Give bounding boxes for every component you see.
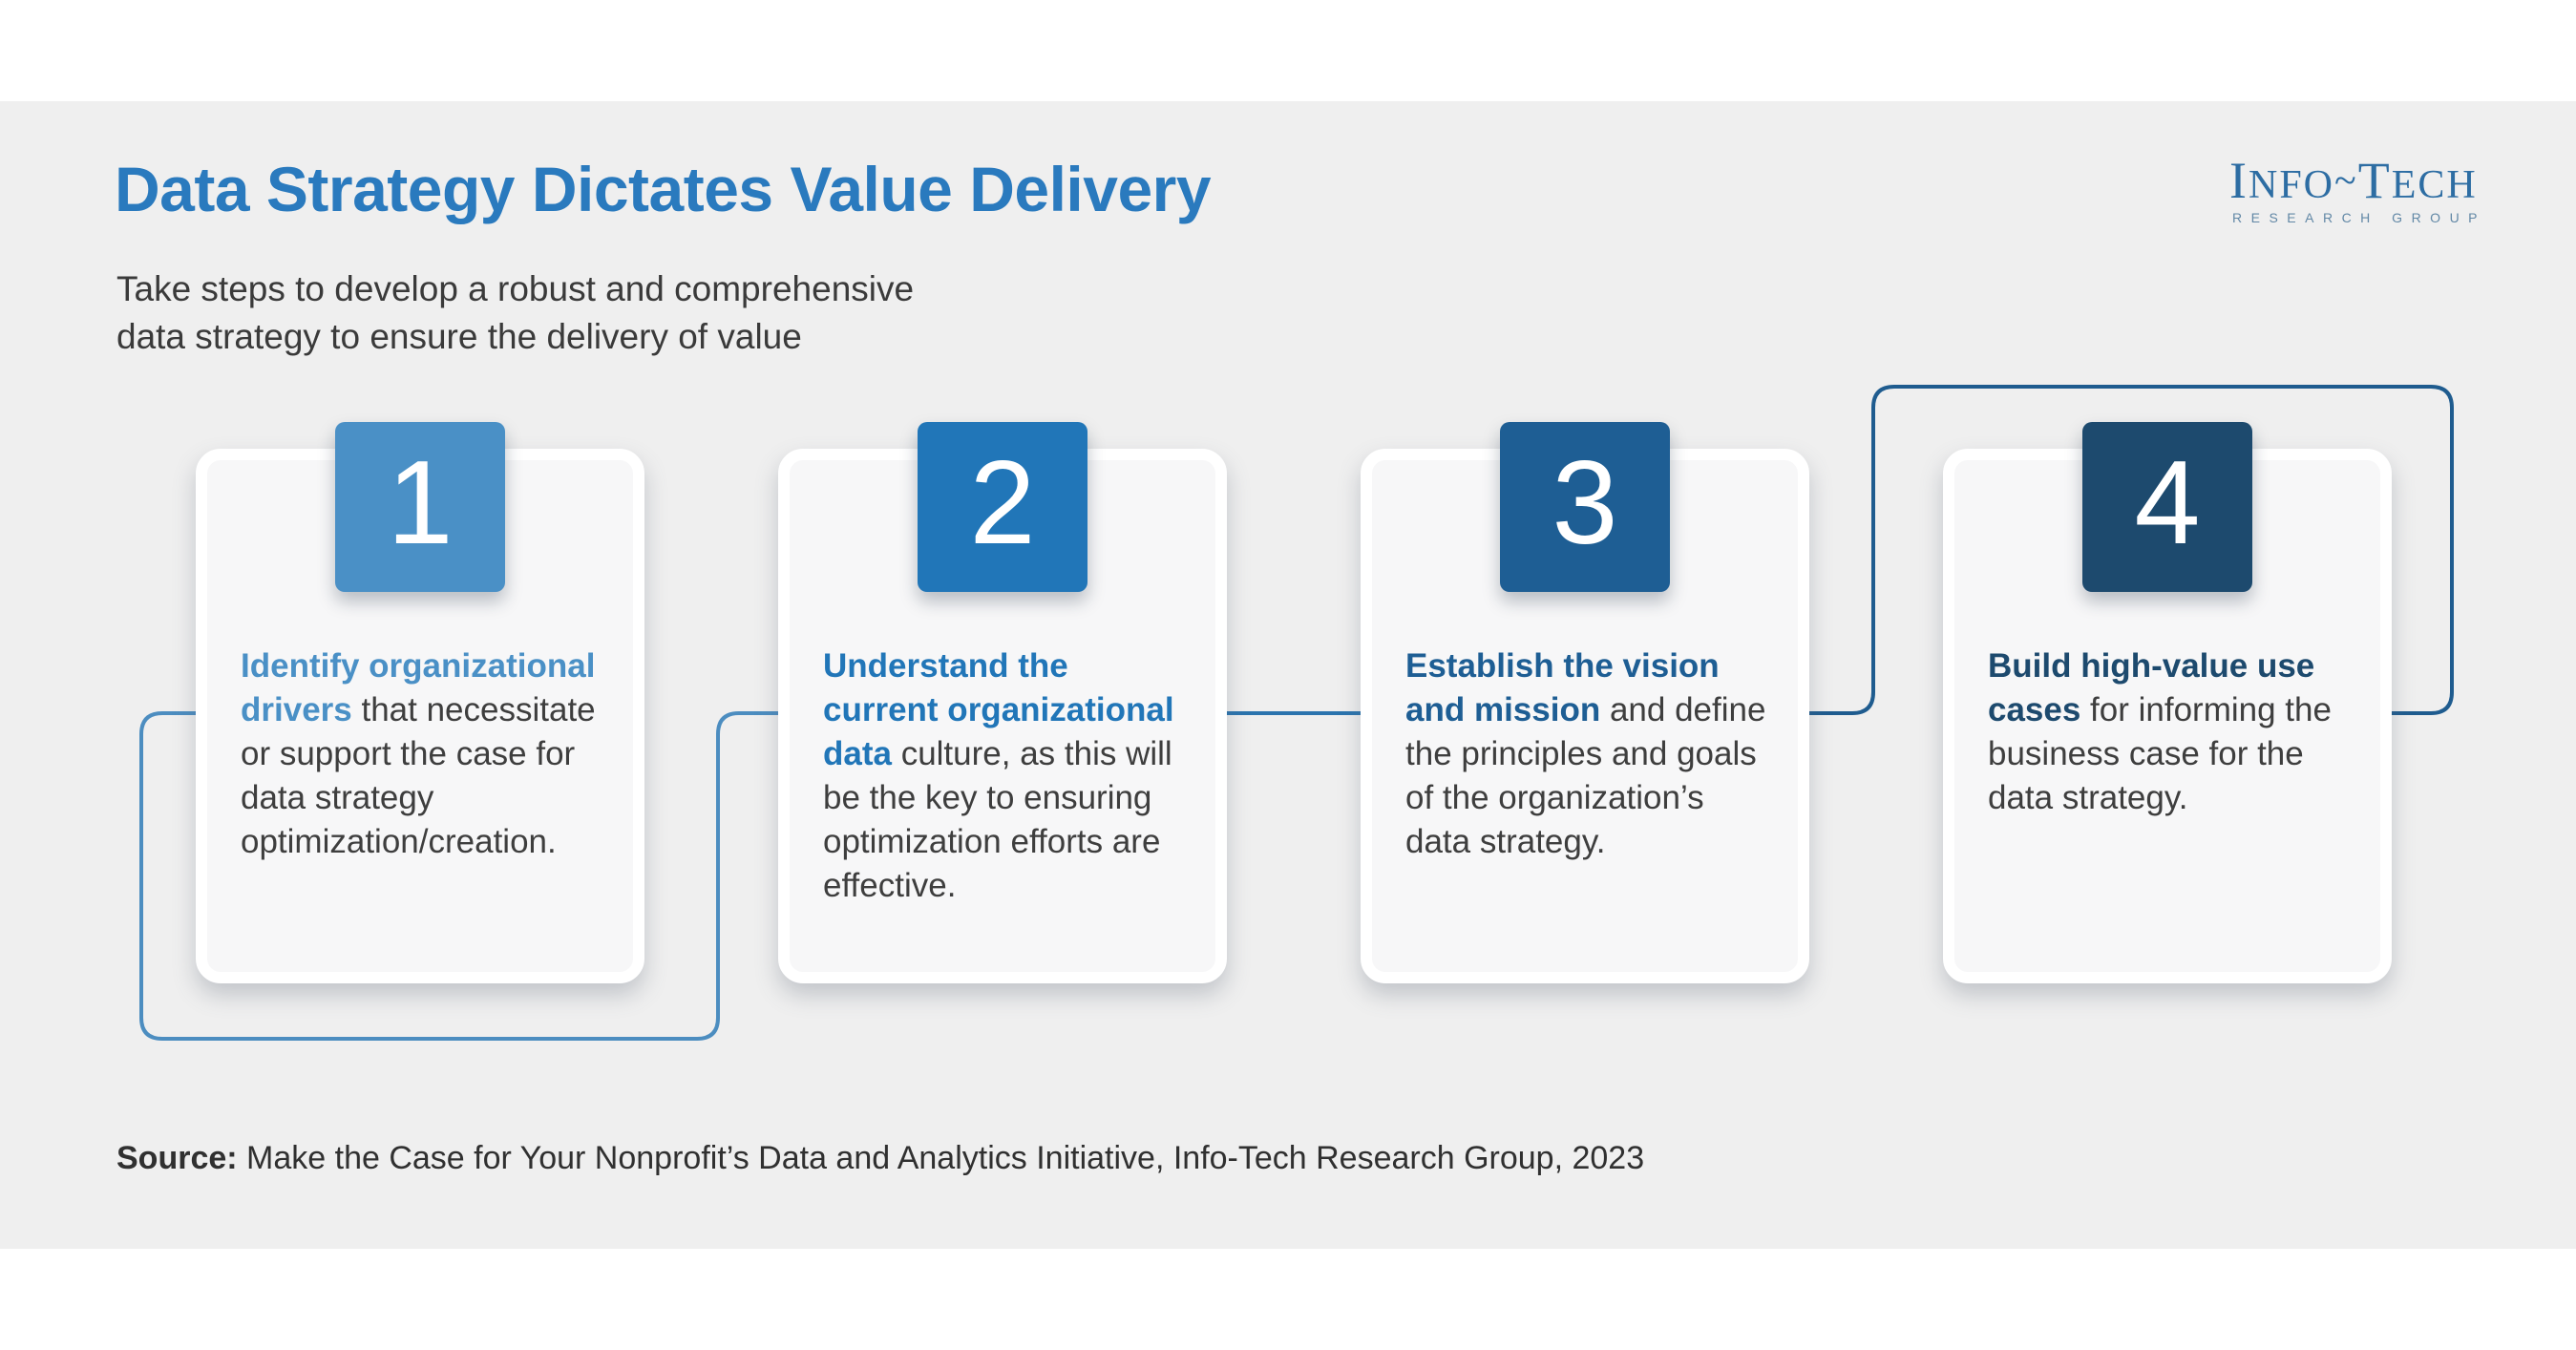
step-1-number-badge: 1 [335, 422, 505, 592]
step-1-heading: Identify organizational drivers [241, 647, 596, 728]
source-text: Make the Case for Your Nonprofit’s Data … [237, 1140, 1645, 1176]
source-line: Source: Make the Case for Your Nonprofit… [116, 1140, 1644, 1177]
logo-word-info: INFO [2229, 152, 2335, 209]
infotech-logo: INFO~TECH RESEARCH GROUP [2229, 151, 2478, 225]
step-2-heading: Understand the current organizational da… [823, 647, 1174, 772]
step-3-heading: Establish the vision and mission [1405, 647, 1720, 728]
page-title: Data Strategy Dictates Value Delivery [115, 154, 1212, 224]
step-3-number-badge: 3 [1500, 422, 1670, 592]
connector-loop-step1-to-step2 [139, 711, 780, 1041]
step-4-heading: Build high-value use cases [1988, 647, 2315, 728]
step-2-number-badge: 2 [918, 422, 1087, 592]
subtitle-line-1: Take steps to develop a robust and compr… [116, 269, 915, 308]
infotech-logo-wordmark: INFO~TECH [2229, 151, 2478, 210]
logo-word-tech: TECH [2357, 152, 2478, 209]
subtitle-line-2: data strategy to ensure the delivery of … [116, 317, 802, 356]
step-1-text: Identify organizational drivers that nec… [241, 644, 605, 864]
step-3-text: Establish the vision and mission and def… [1405, 644, 1770, 864]
page-subtitle: Take steps to develop a robust and compr… [116, 265, 914, 361]
logo-tilde: ~ [2334, 159, 2358, 203]
connector-loop-step3-to-step4 [1807, 385, 2454, 715]
infotech-logo-tagline: RESEARCH GROUP [2232, 210, 2487, 225]
step-2-number: 2 [969, 437, 1036, 569]
source-label: Source: [116, 1140, 238, 1176]
step-2-text: Understand the current organizational da… [823, 644, 1188, 908]
step-4-body: for informing the business case for the … [1988, 691, 2332, 816]
step-2-body: culture, as this will be the key to ensu… [823, 735, 1172, 904]
step-card-1: Identify organizational drivers that nec… [196, 449, 644, 983]
step-1-number: 1 [387, 437, 454, 569]
step-1-body: that necessitate or support the case for… [241, 691, 596, 860]
step-3-number: 3 [1552, 437, 1618, 569]
step-4-number: 4 [2134, 437, 2201, 569]
step-4-number-badge: 4 [2082, 422, 2252, 592]
step-3-body: and define the principles and goals of t… [1405, 691, 1766, 860]
step-4-text: Build high-value use cases for informing… [1988, 644, 2353, 820]
